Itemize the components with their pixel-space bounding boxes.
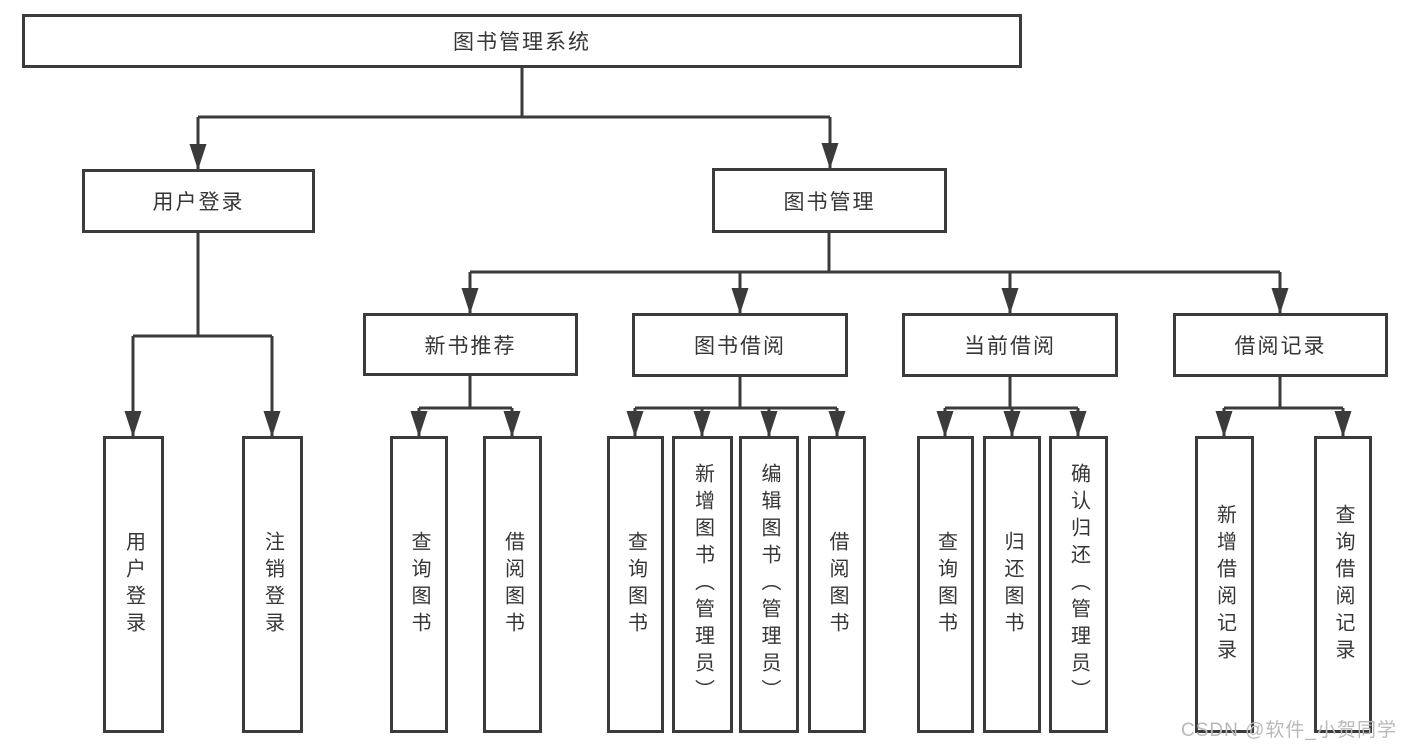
node-book-borrow: 图书借阅 (632, 313, 848, 377)
node-user-login: 用户登录 (82, 169, 315, 233)
connector-currentborrow-to-leaves (945, 377, 1078, 410)
leaf-add-books-admin: 新增图书（管理员） (672, 436, 733, 733)
node-new-book-recommend: 新书推荐 (363, 313, 578, 376)
node-book-management: 图书管理 (712, 168, 947, 233)
node-borrow-records: 借阅记录 (1173, 313, 1388, 377)
connector-newbook-to-leaves (419, 376, 512, 410)
connector-bookmgmt-to-level3 (470, 233, 1280, 274)
connector-root-to-level2 (198, 68, 830, 119)
node-current-borrow: 当前借阅 (902, 313, 1118, 377)
leaf-query-books: 查询图书 (917, 436, 974, 733)
node-root: 图书管理系统 (22, 14, 1022, 68)
leaf-edit-books-admin: 编辑图书（管理员） (739, 436, 799, 733)
csdn-watermark: CSDN @软件_小贺同学 (1181, 720, 1397, 741)
connector-bookborrow-to-leaves (635, 377, 837, 410)
leaf-user-login: 用户登录 (103, 436, 164, 733)
leaf-borrow-books: 借阅图书 (808, 436, 866, 733)
leaf-query-books: 查询图书 (390, 436, 448, 733)
leaf-logout: 注销登录 (242, 436, 303, 733)
connector-borrowrecords-to-leaves (1224, 377, 1343, 410)
leaf-return-books: 归还图书 (983, 436, 1041, 733)
leaf-query-borrow-record: 查询借阅记录 (1314, 436, 1372, 733)
leaf-confirm-return-admin: 确认归还（管理员） (1049, 436, 1108, 733)
leaf-borrow-books: 借阅图书 (483, 436, 542, 733)
connector-userlogin-to-leaves (133, 233, 272, 338)
leaf-add-borrow-record: 新增借阅记录 (1195, 436, 1254, 733)
leaf-query-books: 查询图书 (607, 436, 664, 733)
